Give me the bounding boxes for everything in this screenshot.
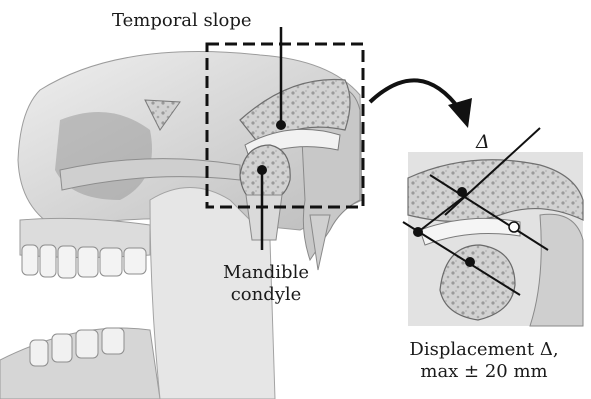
curved-arrow-icon [370, 80, 460, 110]
inset-marker-white [509, 222, 519, 232]
mandible-marker [257, 165, 267, 175]
caption-line2: max ± 20 mm [384, 361, 584, 383]
mandible-label-line1: Mandible [216, 262, 316, 284]
caption-line1: Displacement Δ, [384, 339, 584, 361]
zoom-inset [403, 128, 583, 326]
inset-marker-left [413, 227, 423, 237]
inset-marker-top [457, 187, 467, 197]
condyle-neck [246, 195, 282, 240]
delta-symbol-label: Δ [476, 131, 490, 153]
upper-teeth [22, 245, 146, 278]
temporal-marker [276, 120, 286, 130]
temporal-slope-label: Temporal slope [112, 10, 252, 32]
displacement-caption: Displacement Δ, max ± 20 mm [384, 339, 584, 383]
mandible-condyle-label: Mandible condyle [216, 262, 316, 306]
inset-marker-bottom [465, 257, 475, 267]
mandible-label-line2: condyle [216, 284, 316, 306]
